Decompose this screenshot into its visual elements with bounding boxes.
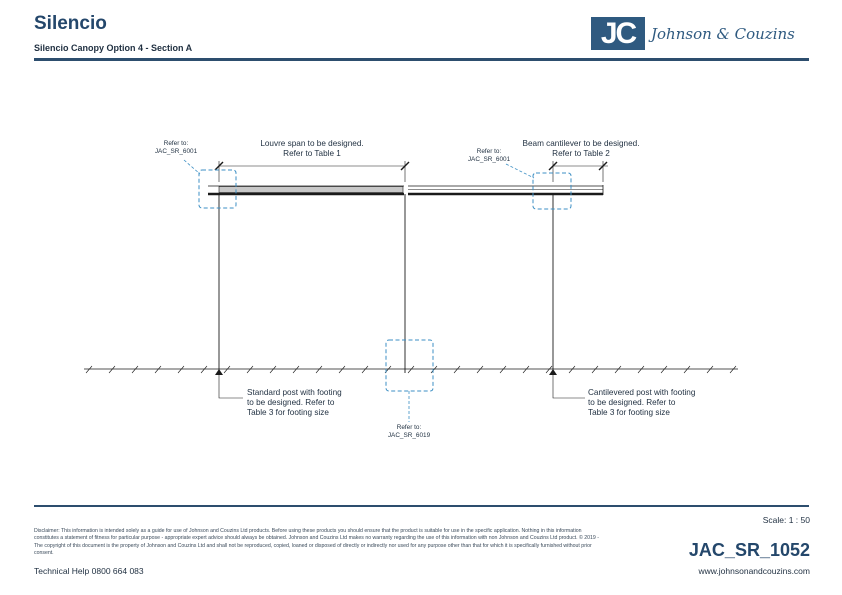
disclaimer-text: Disclaimer: This information is intended… bbox=[34, 528, 599, 557]
hatch-mark bbox=[407, 365, 415, 374]
hatch-mark bbox=[660, 365, 668, 374]
technical-help: Technical Help 0800 664 083 bbox=[34, 566, 144, 576]
header-divider bbox=[34, 58, 809, 61]
footer-divider bbox=[34, 505, 809, 507]
hatch-mark bbox=[545, 365, 553, 374]
hatch-mark bbox=[315, 365, 323, 374]
hatch-mark bbox=[223, 365, 231, 374]
hatch-mark bbox=[200, 365, 208, 374]
cantilevered-post-footing-marker bbox=[549, 369, 557, 375]
louvre-dim-tick-right bbox=[400, 161, 410, 171]
detail-ref-bottom: Refer to: JAC_SR_6019 bbox=[379, 424, 439, 440]
hatch-mark bbox=[430, 365, 438, 374]
detail-box-6001-left bbox=[198, 169, 237, 209]
ref-code: JAC_SR_6019 bbox=[387, 432, 431, 439]
detail-box-6019 bbox=[385, 339, 434, 392]
website-link[interactable]: www.johnsonandcouzins.com bbox=[698, 566, 810, 576]
ref-label: Refer to: bbox=[476, 148, 502, 155]
hatch-mark bbox=[131, 365, 139, 374]
company-logo: JC Johnson & Couzins bbox=[591, 17, 809, 50]
ref-label: Refer to: bbox=[396, 424, 422, 431]
page-title: Silencio bbox=[34, 13, 107, 34]
ref-code: JAC_SR_6001 bbox=[467, 156, 511, 163]
standard-post-footing-marker bbox=[215, 369, 223, 375]
hatch-mark bbox=[637, 365, 645, 374]
hatch-mark bbox=[246, 365, 254, 374]
hatch-mark bbox=[108, 365, 116, 374]
louvre-span-note: Louvre span to be designed. Refer to Tab… bbox=[260, 139, 364, 158]
hatch-mark bbox=[292, 365, 300, 374]
hatch-mark bbox=[522, 365, 530, 374]
cantilever-dim-tick-left bbox=[548, 161, 558, 171]
hatch-mark bbox=[683, 365, 691, 374]
hatch-mark bbox=[338, 365, 346, 374]
hatch-mark bbox=[591, 365, 599, 374]
cantilevered-post-note: Cantilevered post with footing to be des… bbox=[588, 388, 696, 417]
louvre-panel bbox=[218, 186, 404, 193]
ref-leader-right bbox=[505, 163, 535, 179]
hatch-mark bbox=[614, 365, 622, 374]
louvre-dim-tick-left bbox=[214, 161, 224, 171]
ref-label: Refer to: bbox=[163, 140, 189, 147]
logo-mark: JC bbox=[591, 17, 645, 50]
hatch-mark bbox=[706, 365, 714, 374]
standard-post-note: Standard post with footing to be designe… bbox=[247, 388, 342, 417]
ground-hatching bbox=[85, 365, 737, 374]
hatch-mark bbox=[729, 365, 737, 374]
detail-ref-left: Refer to: JAC_SR_6001 bbox=[146, 140, 206, 156]
ref-code: JAC_SR_6001 bbox=[154, 148, 198, 155]
beam-cantilever-note: Beam cantilever to be designed. Refer to… bbox=[522, 139, 640, 158]
logo-wordmark: Johnson & Couzins bbox=[651, 24, 795, 43]
drawing-number: JAC_SR_1052 bbox=[688, 540, 810, 560]
hatch-mark bbox=[453, 365, 461, 374]
drawing-subtitle: Silencio Canopy Option 4 - Section A bbox=[34, 43, 193, 53]
detail-ref-right: Refer to: JAC_SR_6001 bbox=[459, 148, 519, 164]
hatch-mark bbox=[177, 365, 185, 374]
drawing-scale: Scale: 1 : 50 bbox=[762, 515, 810, 525]
detail-box-6001-right bbox=[532, 172, 572, 210]
hatch-mark bbox=[154, 365, 162, 374]
hatch-mark bbox=[568, 365, 576, 374]
cantilevered-post-leader bbox=[552, 373, 585, 399]
hatch-mark bbox=[499, 365, 507, 374]
cantilever-dim-tick-right bbox=[598, 161, 608, 171]
hatch-mark bbox=[269, 365, 277, 374]
hatch-mark bbox=[85, 365, 93, 374]
standard-post-leader bbox=[218, 373, 243, 399]
ref-leader-left bbox=[183, 159, 201, 175]
hatch-mark bbox=[476, 365, 484, 374]
hatch-mark bbox=[361, 365, 369, 374]
